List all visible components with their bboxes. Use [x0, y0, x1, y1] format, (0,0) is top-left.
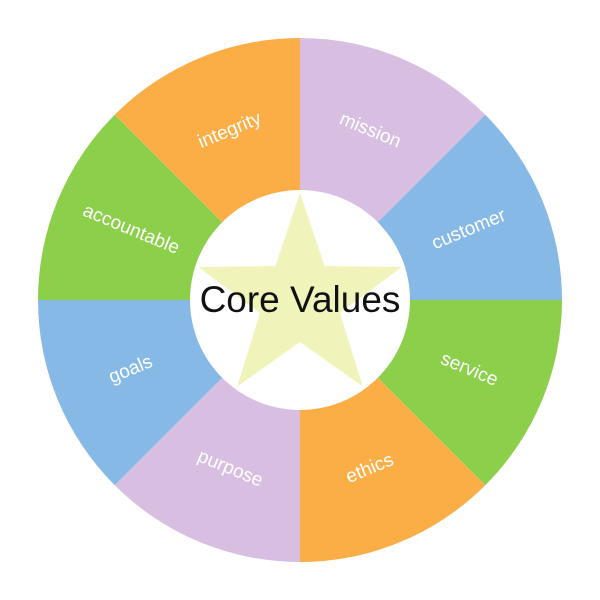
center-title: Core Values: [200, 279, 401, 320]
star-icon: [198, 193, 402, 387]
